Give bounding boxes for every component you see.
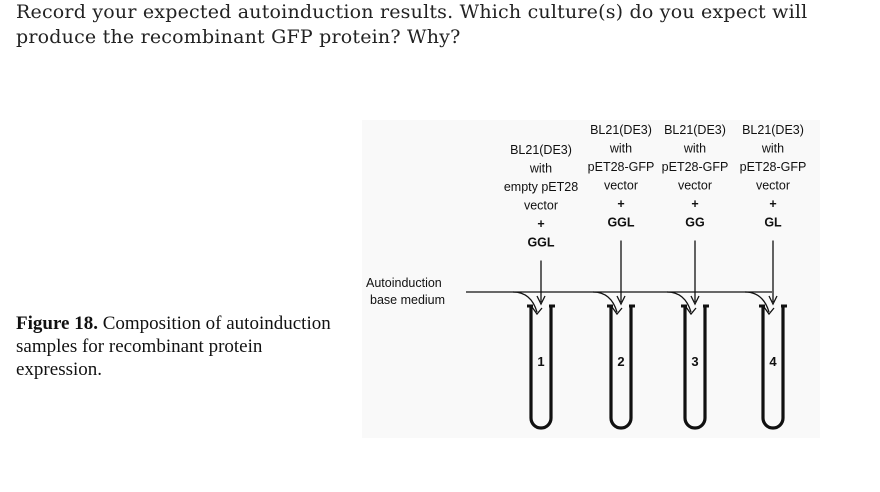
tube-3-label-line: GG — [685, 216, 704, 230]
tube-1-label-line: with — [529, 162, 552, 176]
tube-2-label-line: BL21(DE3) — [590, 123, 652, 137]
tube-2-medium-branch — [592, 291, 618, 313]
tube-2-label-line: GGL — [607, 216, 634, 230]
medium-label-line-2: base medium — [370, 293, 445, 307]
tube-4-label-line: with — [761, 142, 784, 156]
tube-1-arrowhead — [536, 295, 546, 306]
tube-2-medium-arrowhead — [611, 306, 623, 316]
tube-3-label-line: BL21(DE3) — [664, 123, 726, 137]
tube-3-medium-arrowhead — [685, 306, 697, 316]
tube-4-label-line: vector — [756, 179, 790, 193]
tube-4-number: 4 — [769, 354, 777, 369]
autoinduction-diagram: Autoinduction base medium BL21(DE3) with e… — [366, 123, 807, 430]
tube-3 — [683, 306, 707, 430]
tube-4-label-line: pET28-GFP — [740, 160, 807, 174]
tube-2-number: 2 — [617, 354, 624, 369]
tube-1-label-line: empty pET28 — [504, 180, 578, 194]
tube-3-label-line: with — [683, 142, 706, 156]
tube-3-arrowhead — [690, 295, 700, 306]
tube-4-label-line: GL — [764, 216, 782, 230]
tube-4-medium-arrowhead — [763, 306, 775, 316]
medium-label-line-1: Autoinduction — [366, 276, 442, 290]
tube-4-arrowhead — [768, 295, 778, 306]
tube-1-label-line: BL21(DE3) — [510, 143, 572, 157]
tube-2-label-line: vector — [604, 179, 638, 193]
tube-1-label-line: + — [537, 217, 544, 231]
tube-1-medium-branch — [512, 291, 538, 313]
tubes-layer: BL21(DE3) with empty pET28 vector + GGL 1 BL21(… — [466, 123, 807, 430]
tube-3-label-line: + — [691, 197, 698, 211]
figure-label: Figure 18. — [16, 313, 98, 334]
tube-4 — [761, 306, 785, 430]
tube-3-label-line: vector — [678, 179, 712, 193]
tube-2-label-line: pET28-GFP — [588, 160, 655, 174]
tube-1-label-line: vector — [524, 199, 558, 213]
tube-3-label-line: pET28-GFP — [662, 160, 729, 174]
tube-1-medium-arrowhead — [531, 306, 543, 316]
figure-caption: Figure 18. Composition of autoinduction … — [16, 312, 346, 381]
tube-2-arrowhead — [616, 295, 626, 306]
tube-3-number: 3 — [691, 354, 698, 369]
figure-18: Autoinduction base medium BL21(DE3) with e… — [362, 120, 820, 438]
tube-1-number: 1 — [537, 354, 544, 369]
tube-2 — [609, 306, 633, 430]
tube-4-label-line: + — [769, 197, 776, 211]
tube-2-label-line: + — [617, 197, 624, 211]
tube-3-medium-branch — [666, 291, 692, 313]
question-text: Record your expected autoinduction resul… — [16, 1, 808, 48]
tube-4-label-line: BL21(DE3) — [742, 123, 804, 137]
tube-1-label-line: GGL — [527, 236, 554, 250]
tube-2-label-line: with — [609, 142, 632, 156]
tube-4-medium-branch — [744, 291, 770, 313]
tube-1 — [529, 306, 553, 430]
figure-caption-text: Composition of autoinduction samples for… — [16, 313, 331, 380]
